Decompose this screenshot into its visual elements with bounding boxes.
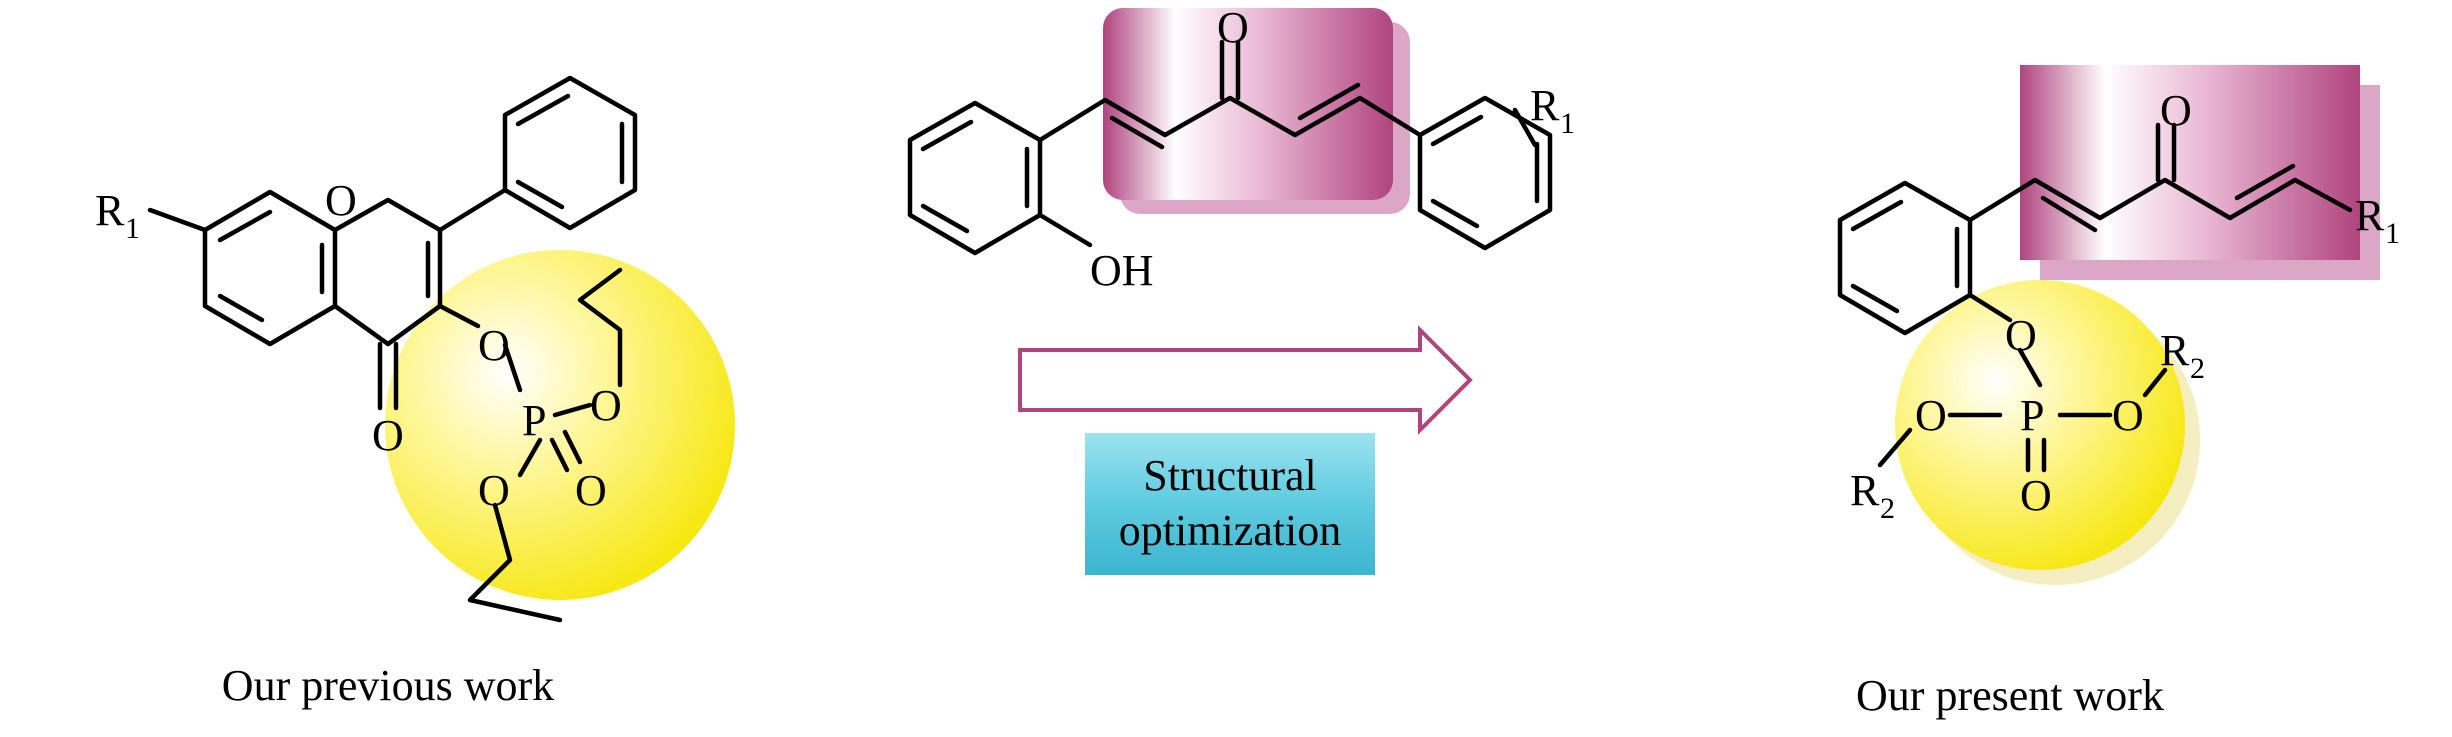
present-oxygen-left: O — [1915, 391, 1947, 440]
hydroxyl-label: OH — [1090, 246, 1154, 295]
phosphorus-atom: P — [522, 396, 546, 445]
optimization-box — [1085, 433, 1375, 575]
phosphate-highlight-previous — [385, 250, 735, 600]
phenol-ring — [907, 100, 1043, 256]
ketone-oxygen: O — [1217, 3, 1249, 52]
r1-label-lead: R — [1530, 81, 1560, 130]
carbonyl-oxygen: O — [372, 411, 404, 460]
ethoxy-oxygen-2: O — [478, 466, 510, 515]
lead-structure: O OH R 1 — [907, 3, 1575, 295]
ring-oxygen: O — [325, 176, 357, 225]
present-r1-label: R — [2355, 191, 2385, 240]
ethoxy-oxygen-1: O — [590, 381, 622, 430]
present-r2-label-right: R — [2160, 326, 2190, 375]
caption-previous: Our previous work — [222, 661, 554, 710]
enone-highlight — [1103, 8, 1393, 200]
present-phosphoryl-oxygen: O — [2020, 471, 2052, 520]
present-phosphorus: P — [2020, 391, 2044, 440]
enone-highlight-present — [2020, 65, 2360, 260]
caption-present: Our present work — [1856, 671, 2164, 720]
phosphate-highlight-present — [1895, 280, 2185, 570]
present-oxygen-right: O — [2112, 391, 2144, 440]
present-work-structure: O O P O O O R 1 R 2 R 2 — [1837, 65, 2400, 585]
present-r1-subscript: 1 — [2385, 217, 2400, 250]
ester-oxygen: O — [478, 321, 510, 370]
optimization-arrow — [1018, 325, 1473, 435]
phosphoryl-oxygen: O — [575, 466, 607, 515]
benzo-ring — [202, 189, 338, 347]
present-r2-label-left: R — [1850, 466, 1880, 515]
box-line-2: optimization — [1119, 506, 1341, 555]
r1-subscript-lead: 1 — [1560, 107, 1575, 140]
box-line-1: Structural — [1143, 451, 1317, 500]
r1-label: R — [95, 186, 125, 235]
present-aryl-oxygen: O — [2005, 311, 2037, 360]
previous-work-structure: O O O P O O O R 1 — [95, 75, 735, 623]
present-benzene-ring — [1837, 180, 1973, 336]
right-phenyl-ring — [1417, 95, 1553, 251]
present-ketone-oxygen: O — [2160, 86, 2192, 135]
phenyl-ring — [502, 75, 638, 231]
r1-subscript: 1 — [125, 212, 140, 245]
present-r2-subscript-right: 2 — [2190, 352, 2205, 385]
present-r2-subscript-left: 2 — [1880, 492, 1895, 525]
